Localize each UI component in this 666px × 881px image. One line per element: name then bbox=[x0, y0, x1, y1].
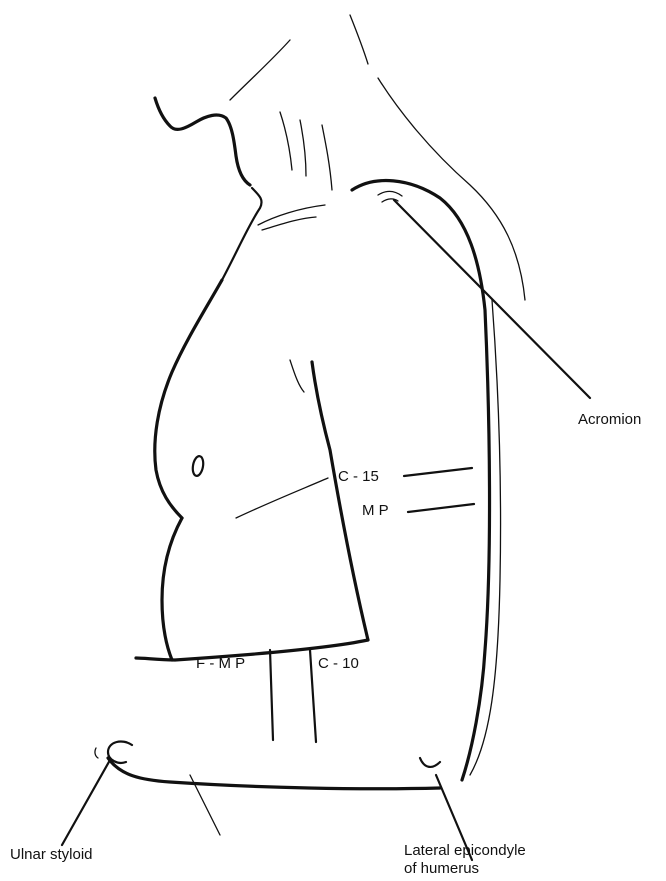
head-curve bbox=[230, 40, 290, 100]
acromion-marker bbox=[378, 191, 402, 196]
neck-muscle-line bbox=[280, 112, 292, 170]
neck-muscle-line bbox=[322, 125, 332, 190]
neck-muscle-line bbox=[300, 120, 306, 176]
lateral-epicondyle-label-line2: of humerus bbox=[404, 860, 479, 878]
c10-label: C - 10 bbox=[318, 655, 359, 673]
pectoral-line bbox=[236, 478, 328, 518]
abdomen-outline bbox=[162, 518, 182, 660]
ulnar-styloid-label: Ulnar styloid bbox=[10, 846, 93, 864]
acromion-leader-line bbox=[394, 200, 590, 398]
nipple bbox=[191, 455, 204, 476]
fmp-marker-line bbox=[270, 650, 273, 740]
arm-back-outline bbox=[470, 300, 501, 775]
forearm-bottom-outline bbox=[108, 758, 440, 789]
arm-front-outline bbox=[312, 362, 368, 640]
fmp-label: F - M P bbox=[196, 655, 245, 673]
lateral-epicondyle-marker bbox=[420, 758, 440, 767]
neck-front-outline bbox=[222, 188, 262, 280]
mp-marker-line bbox=[408, 504, 474, 512]
axilla-line bbox=[290, 360, 304, 392]
neck-back-outline-lower bbox=[378, 78, 525, 300]
neck-back-outline bbox=[350, 15, 368, 64]
chest-outline bbox=[155, 280, 222, 518]
face-outline bbox=[155, 98, 250, 185]
mp-label: M P bbox=[362, 502, 389, 520]
ulnar-styloid-marker bbox=[108, 741, 132, 762]
ulnar-styloid-leader-line bbox=[62, 760, 110, 845]
c15-marker-line bbox=[404, 468, 472, 476]
lateral-epicondyle-label-line1: Lateral epicondyle bbox=[404, 842, 526, 860]
c15-label: C - 15 bbox=[338, 468, 379, 486]
ulnar-styloid-marker-small bbox=[95, 748, 98, 758]
acromion-label: Acromion bbox=[578, 411, 641, 429]
c10-marker-line bbox=[310, 650, 316, 742]
